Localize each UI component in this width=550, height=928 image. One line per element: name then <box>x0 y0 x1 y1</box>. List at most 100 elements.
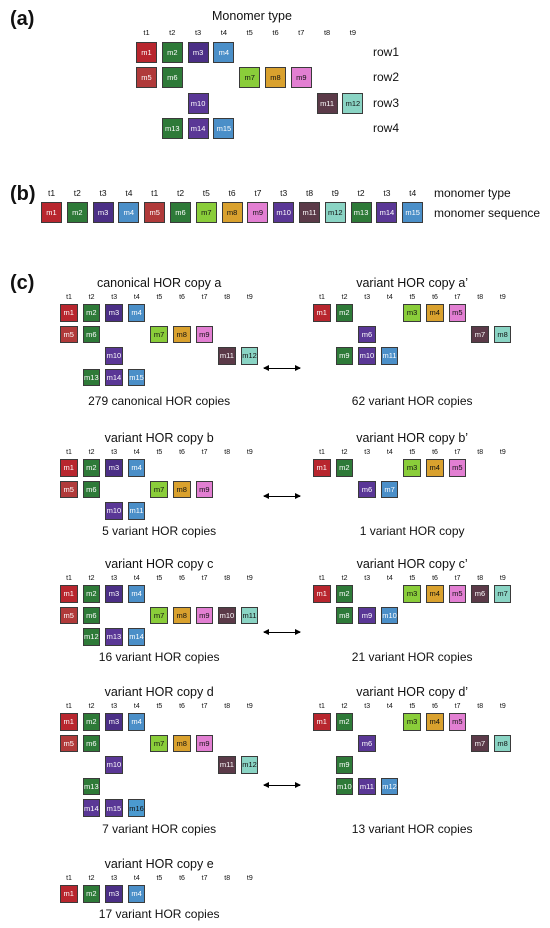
hor-copy-title: variant HOR copy a’ <box>356 276 469 290</box>
monomer-m6: m6 <box>82 606 101 625</box>
monomer-m2: m2 <box>82 585 101 603</box>
monomer-m12: m12 <box>82 628 101 646</box>
type-label-t9: t9 <box>246 294 253 301</box>
sequence-type-label: t8 <box>305 188 314 198</box>
type-label-t6: t6 <box>179 294 185 301</box>
monomer-m13: m13 <box>105 628 123 646</box>
type-label-t6: t6 <box>432 449 438 456</box>
monomer-m1: m1 <box>60 304 78 322</box>
monomer-m8: m8 <box>173 325 191 344</box>
monomer-m4: m4 <box>118 202 140 223</box>
type-label-t9: t9 <box>499 703 506 710</box>
type-label-t9: t9 <box>246 575 253 582</box>
double-arrow-icon <box>263 493 301 499</box>
monomer-m1: m1 <box>60 459 78 477</box>
row-label-row4: row4 <box>373 121 400 135</box>
type-label-t7: t7 <box>201 294 208 301</box>
monomer-m3: m3 <box>403 304 421 322</box>
monomer-m8: m8 <box>221 202 243 223</box>
type-label-t1: t1 <box>66 449 72 456</box>
type-label-t2: t2 <box>169 28 176 37</box>
monomer-m14: m14 <box>127 628 146 646</box>
monomer-m11: m11 <box>218 347 236 365</box>
monomer-m6: m6 <box>471 585 489 603</box>
monomer-m15: m15 <box>213 118 235 139</box>
monomer-m2: m2 <box>82 304 101 322</box>
monomer-m7: m7 <box>195 202 217 223</box>
type-label-t2: t2 <box>88 875 95 882</box>
monomer-m10: m10 <box>105 502 123 520</box>
type-label-t8: t8 <box>477 294 484 301</box>
type-label-t2: t2 <box>88 703 95 710</box>
type-label-t8: t8 <box>477 703 484 710</box>
type-label-t7: t7 <box>454 575 461 582</box>
monomer-m7: m7 <box>150 734 168 753</box>
type-label-t8: t8 <box>477 449 484 456</box>
type-label-t9: t9 <box>246 703 253 710</box>
monomer-m7: m7 <box>493 585 512 603</box>
type-label-t2: t2 <box>341 575 348 582</box>
monomer-m13: m13 <box>350 202 372 223</box>
monomer-m7: m7 <box>150 325 168 344</box>
monomer-m4: m4 <box>127 304 146 322</box>
hor-copy-count: 13 variant HOR copies <box>351 822 473 836</box>
hor-copy-title: variant HOR copy b’ <box>356 431 469 445</box>
type-label-t1: t1 <box>319 575 325 582</box>
type-label-t2: t2 <box>341 703 348 710</box>
type-label-t9: t9 <box>246 449 253 456</box>
type-label-t8: t8 <box>224 703 231 710</box>
type-label-t5: t5 <box>156 449 163 456</box>
monomer-m3: m3 <box>105 885 123 903</box>
monomer-m15: m15 <box>127 368 146 387</box>
type-label-t3: t3 <box>364 449 371 456</box>
monomer-m15: m15 <box>105 799 123 817</box>
hor-copy-count: 16 variant HOR copies <box>98 650 220 664</box>
monomer-m4: m4 <box>213 42 235 63</box>
hor-copy-count: 7 variant HOR copies <box>102 822 217 836</box>
hor-copy-title: variant HOR copy b <box>104 431 214 445</box>
type-label-t7: t7 <box>454 449 461 456</box>
type-label-t3: t3 <box>111 575 118 582</box>
monomer-m7: m7 <box>471 325 489 344</box>
row-label-row3: row3 <box>373 96 400 110</box>
type-label-t1: t1 <box>319 294 325 301</box>
hor-copy-count: 5 variant HOR copies <box>102 524 217 538</box>
monomer-m3: m3 <box>403 713 421 731</box>
monomer-m9: m9 <box>247 202 269 223</box>
monomer-m6: m6 <box>82 734 101 753</box>
monomer-m1: m1 <box>41 202 62 223</box>
type-label-t7: t7 <box>298 28 305 37</box>
type-label-t1: t1 <box>66 575 72 582</box>
type-label-t7: t7 <box>201 875 208 882</box>
monomer-m1: m1 <box>313 585 331 603</box>
type-label-t9: t9 <box>499 575 506 582</box>
type-label-t4: t4 <box>386 575 393 582</box>
type-label-t7: t7 <box>201 449 208 456</box>
monomer-m6: m6 <box>161 67 183 88</box>
monomer-m9: m9 <box>335 347 354 365</box>
type-label-t3: t3 <box>364 575 371 582</box>
monomer-m14: m14 <box>376 202 398 223</box>
type-label-t4: t4 <box>386 703 393 710</box>
type-label-t5: t5 <box>409 575 416 582</box>
type-label-t2: t2 <box>88 575 95 582</box>
type-label-t5: t5 <box>409 294 416 301</box>
type-label-t1: t1 <box>143 28 150 37</box>
type-label-t9: t9 <box>349 28 357 37</box>
panel-a-title: Monomer type <box>212 9 292 23</box>
monomer-m5: m5 <box>136 67 157 88</box>
monomer-m3: m3 <box>403 459 421 477</box>
monomer-m5: m5 <box>60 325 78 344</box>
monomer-m5: m5 <box>60 606 78 625</box>
monomer-m6: m6 <box>358 325 376 344</box>
type-label-t1: t1 <box>66 703 72 710</box>
monomer-m10: m10 <box>380 606 399 625</box>
monomer-m2: m2 <box>335 585 354 603</box>
hor-copy-count: 21 variant HOR copies <box>351 650 473 664</box>
monomer-m1: m1 <box>136 42 157 63</box>
monomer-m7: m7 <box>150 480 168 499</box>
hor-copy-count: 279 canonical HOR copies <box>88 394 231 408</box>
panel-b-sequence-label: monomer sequence <box>434 206 541 220</box>
